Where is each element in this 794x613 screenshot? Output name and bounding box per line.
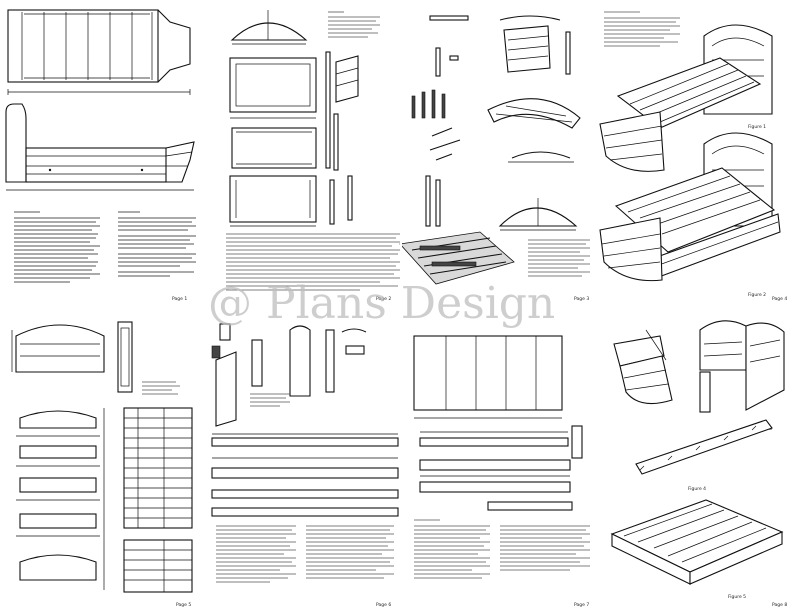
panel-side-rails: [211, 323, 399, 517]
panel-3-exploded-view: [399, 231, 515, 285]
panel-7-text: Page 7: [414, 519, 590, 608]
panel-headboard-panels: [11, 321, 133, 590]
watermark-text: @ Plans Design: [208, 278, 555, 329]
panel-bed-side-view: [5, 103, 195, 191]
panel-headboard-parts: [229, 10, 359, 227]
page-label-2: Page 2: [376, 296, 391, 302]
page-label-6: Page 6: [376, 602, 391, 608]
page-label-1: Page 1: [172, 296, 187, 302]
panel-3d-bed-renders: Figure 1 Figure 2: [599, 11, 781, 298]
page-label-5: Page 5: [176, 602, 191, 608]
panel-bookcase-parts: [411, 15, 581, 231]
panel-slat-frame: [413, 335, 583, 511]
page-label-8: Page 8: [772, 602, 787, 608]
panel-bed-top-view: [7, 9, 191, 95]
panel-assembly-views: Figure 3 Figure 4 Figure 5: [610, 320, 785, 600]
page-label-3: Page 3: [574, 296, 589, 302]
figure-label-1: Figure 1: [748, 124, 766, 130]
cut-list-table: Page 5: [123, 381, 193, 608]
panel-2-text: Page 2: [226, 11, 400, 302]
bed-render-lower: Figure 2: [599, 132, 781, 298]
figure-label-5: Figure 5: [728, 594, 746, 600]
shelf-pegs: [411, 89, 446, 119]
figure-label-2: Figure 2: [748, 292, 766, 298]
figure-label-4: Figure 4: [688, 486, 706, 492]
panel-6-text: Page 6: [216, 525, 394, 608]
page-label-4: Page 4: [772, 296, 787, 302]
page-label-7: Page 7: [574, 602, 589, 608]
bed-render-upper: Figure 1: [599, 24, 773, 172]
panel-3-text: Page 3: [528, 239, 590, 302]
panel-1-text: Page 1: [14, 211, 196, 302]
